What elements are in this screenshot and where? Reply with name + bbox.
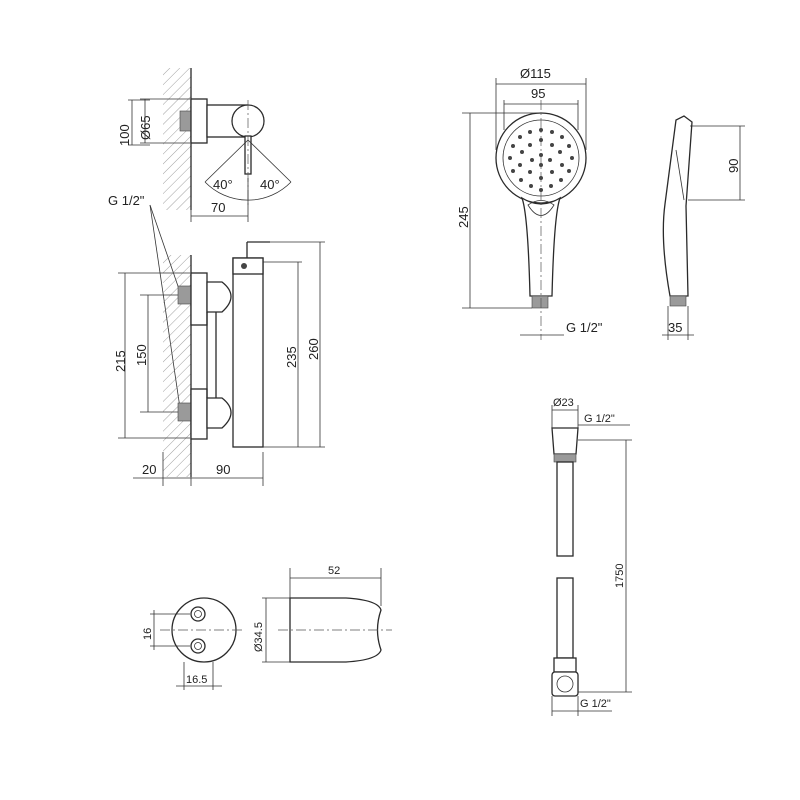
dim-d34-5: Ø34.5 (253, 622, 265, 652)
thread-label-head: G 1/2" (566, 320, 603, 335)
dim-90-mixer: 90 (216, 462, 230, 477)
dim-70: 70 (211, 200, 225, 215)
dim-d23: Ø23 (553, 397, 574, 409)
shower-head-side: 90 35 (662, 115, 745, 340)
dim-d65: Ø65 (138, 115, 153, 140)
dim-90-head: 90 (726, 159, 741, 173)
dim-52: 52 (328, 565, 340, 577)
thread-label-hose-bottom: G 1/2" (580, 698, 611, 710)
angle-left: 40° (213, 177, 233, 192)
shower-hose: Ø23 G 1/2" 1750 G 1/2" (551, 397, 632, 716)
dim-20: 20 (142, 462, 156, 477)
mixer-front-view: 215 150 235 260 20 90 (113, 241, 325, 486)
holder-side-view: 52 Ø34.5 (253, 565, 392, 663)
dim-260: 260 (306, 338, 321, 360)
mixer-top-view: 100 Ø65 40° 40° 70 G 1/2" (108, 68, 292, 409)
dim-95: 95 (531, 86, 545, 101)
dim-245: 245 (456, 206, 471, 228)
spray-nozzles (508, 128, 574, 192)
dim-d115: Ø115 (520, 66, 551, 81)
dim-100: 100 (117, 124, 132, 146)
dim-1750: 1750 (614, 564, 626, 588)
angle-right: 40° (260, 177, 280, 192)
dim-215: 215 (113, 350, 128, 372)
dim-16: 16 (142, 628, 154, 640)
thread-label-mixer: G 1/2" (108, 193, 145, 208)
wall-hatch-top (163, 68, 191, 210)
dim-35: 35 (668, 320, 682, 335)
shower-head-front: Ø115 95 245 G 1/2" (456, 66, 603, 340)
holder-front-view: 16 16.5 (142, 597, 245, 690)
dim-235: 235 (284, 346, 299, 368)
dim-150: 150 (134, 344, 149, 366)
thread-label-hose-top: G 1/2" (584, 413, 615, 425)
dim-16-5: 16.5 (186, 674, 207, 686)
